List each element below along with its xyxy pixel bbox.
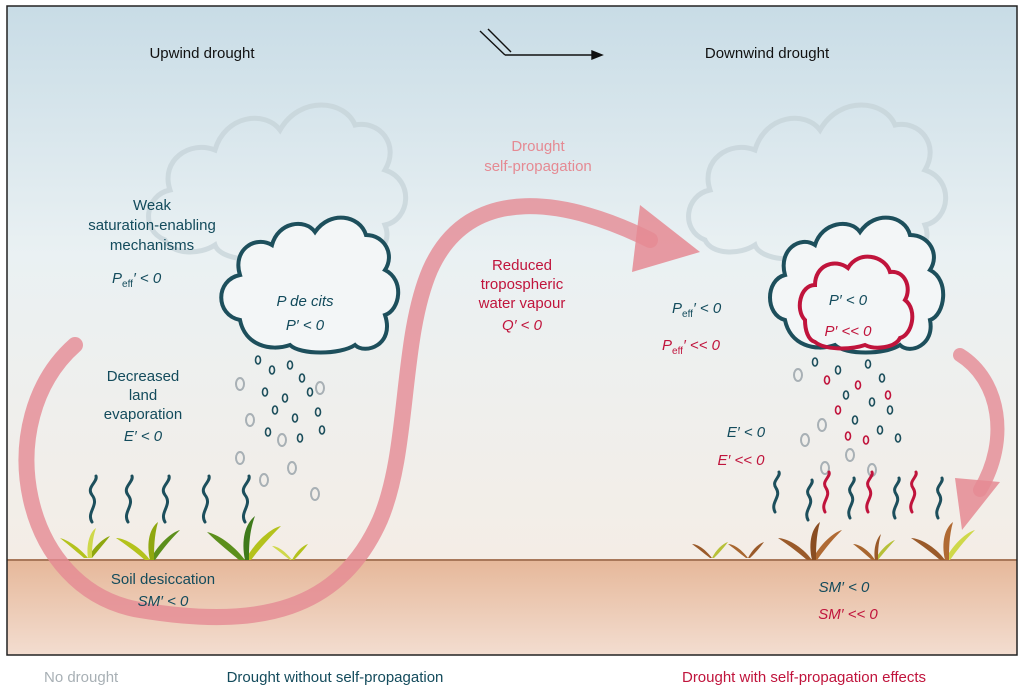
downwind-peff-a: Peff′ < 0	[672, 300, 722, 320]
plants-upwind	[60, 516, 308, 560]
cloud-upwind-label-1: P de cits	[277, 293, 334, 310]
downwind-cycle-arrowhead	[955, 478, 1000, 530]
vapour-label-1: Reduced	[492, 257, 552, 274]
propagation-label-1: Drought	[511, 138, 565, 155]
evap-value: E′ < 0	[124, 428, 163, 445]
propagation-label-2: self-propagation	[484, 158, 592, 175]
cloud-downwind-label-1: P′ < 0	[829, 292, 868, 309]
soil-label: Soil desiccation	[111, 571, 215, 588]
downwind-cycle-arrow	[953, 348, 1005, 497]
legend-with: Drought with self-propagation effects	[682, 669, 926, 686]
legend-no-drought: No drought	[44, 669, 119, 686]
evap-label-1: Decreased	[107, 368, 180, 385]
downwind-evap-b: E′ << 0	[717, 452, 765, 469]
self-propagation-arrowhead	[632, 205, 700, 272]
upwind-peff: Peff′ < 0	[112, 270, 162, 290]
evaporation-downwind	[772, 470, 944, 522]
downwind-title: Downwind drought	[705, 45, 830, 62]
weak-label-3: mechanisms	[110, 237, 194, 254]
cloud-upwind	[219, 215, 401, 355]
cloud-downwind-label-2: P′ << 0	[824, 323, 872, 340]
legend-without: Drought without self-propagation	[227, 669, 444, 686]
vapour-value: Q′ < 0	[502, 317, 543, 334]
cloud-downwind-outer	[768, 215, 946, 355]
cloud-downwind-inner	[797, 254, 915, 351]
wind-arrow-icon	[479, 28, 604, 61]
weak-label-2: saturation-enabling	[88, 217, 216, 234]
rain-upwind	[235, 355, 326, 501]
weak-label-1: Weak	[133, 197, 172, 214]
cloud-upwind-label-2: P′ < 0	[286, 317, 325, 334]
downwind-soil-b: SM′ << 0	[818, 606, 878, 623]
vapour-label-3: water vapour	[478, 295, 566, 312]
evap-label-3: evaporation	[104, 406, 182, 423]
panel-border	[6, 5, 1018, 656]
downwind-soil-a: SM′ < 0	[819, 579, 870, 596]
downwind-peff-b: Peff′ << 0	[662, 337, 721, 357]
evaporation-upwind	[88, 474, 251, 524]
vapour-label-2: tropospheric	[481, 276, 564, 293]
evap-label-2: land	[129, 387, 157, 404]
soil-value: SM′ < 0	[138, 593, 189, 610]
plants-downwind	[692, 522, 975, 560]
downwind-evap-a: E′ < 0	[727, 424, 766, 441]
upwind-title: Upwind drought	[149, 45, 255, 62]
self-propagation-arrow	[18, 198, 658, 626]
